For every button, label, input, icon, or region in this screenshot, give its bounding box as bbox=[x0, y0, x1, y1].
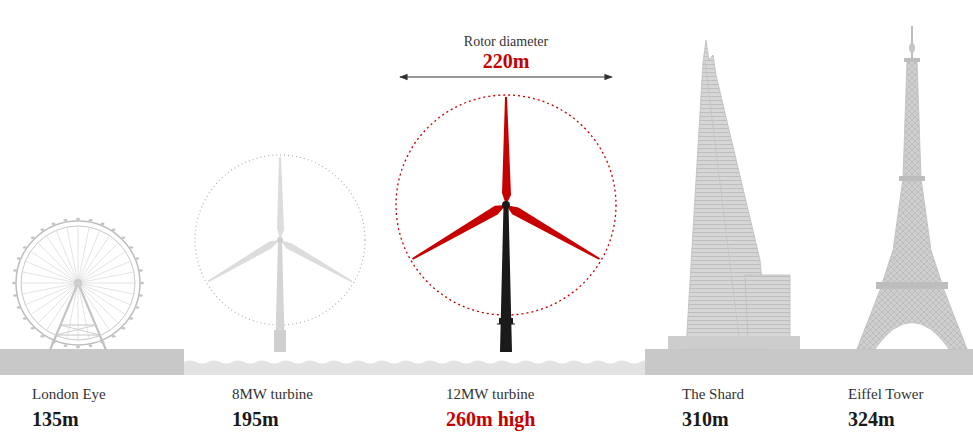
wheel-capsule bbox=[64, 219, 68, 222]
wheel-spoke bbox=[46, 283, 78, 330]
wheel-spoke bbox=[78, 226, 79, 283]
height-value: 310m bbox=[682, 408, 729, 431]
label-holder: Rotor diameter bbox=[464, 34, 548, 50]
structure-name: 12MW turbine bbox=[446, 386, 534, 403]
wheel-capsule bbox=[121, 236, 125, 239]
wheel-capsule bbox=[64, 344, 68, 347]
label-holder: 195m bbox=[232, 408, 279, 431]
wheel-capsule bbox=[88, 219, 92, 222]
label-holder: 260m high bbox=[446, 408, 535, 431]
structure-name: The Shard bbox=[682, 386, 744, 403]
wheel-spoke bbox=[78, 272, 134, 283]
label-holder: 324m bbox=[848, 408, 895, 431]
wheel-spoke bbox=[78, 283, 100, 336]
label-holder: 135m bbox=[32, 408, 79, 431]
height-value: 135m bbox=[32, 408, 79, 431]
turbine-blade bbox=[278, 237, 353, 285]
wheel-capsule bbox=[31, 236, 35, 239]
wheel-spoke bbox=[38, 243, 78, 283]
dimension-value: 220m bbox=[483, 50, 530, 73]
ground bbox=[0, 349, 184, 375]
label-holder: 12MW turbine bbox=[446, 386, 534, 403]
label-holder: London Eye bbox=[32, 386, 106, 403]
wheel-spoke bbox=[21, 283, 78, 284]
label-holder: 8MW turbine bbox=[232, 386, 313, 403]
12mw-turbine bbox=[396, 95, 616, 352]
label-holder: Eiffel Tower bbox=[848, 386, 923, 403]
wheel-capsule bbox=[76, 346, 80, 349]
wheel-capsule bbox=[129, 317, 133, 320]
wheel-spoke bbox=[78, 261, 131, 283]
sea bbox=[184, 361, 645, 376]
wheel-capsule bbox=[12, 282, 16, 285]
turbine-blade bbox=[504, 202, 602, 264]
wheel-capsule bbox=[13, 294, 17, 297]
ground bbox=[645, 349, 973, 375]
the-shard bbox=[668, 40, 800, 349]
wheel-capsule bbox=[112, 228, 116, 231]
wheel-capsule bbox=[52, 223, 56, 226]
wheel-capsule bbox=[17, 257, 21, 260]
turbine-blade bbox=[410, 201, 508, 263]
wheel-spoke bbox=[78, 236, 110, 283]
structure-name: London Eye bbox=[32, 386, 106, 403]
wheel-capsule bbox=[23, 317, 27, 320]
height-value: 324m bbox=[848, 408, 895, 431]
wheel-spoke bbox=[78, 243, 118, 283]
dimension-label: Rotor diameter bbox=[464, 34, 548, 50]
dimension-arrow bbox=[400, 76, 612, 77]
wheel-capsule bbox=[140, 282, 144, 285]
wheel-capsule bbox=[40, 228, 44, 231]
wheel-spoke bbox=[78, 283, 118, 323]
london-eye bbox=[12, 218, 144, 350]
wheel-capsule bbox=[100, 341, 104, 344]
eiffel-tower bbox=[857, 26, 967, 349]
wheel-spoke bbox=[56, 230, 78, 283]
wheel-capsule bbox=[139, 294, 143, 297]
wheel-capsule bbox=[121, 327, 125, 330]
structure-name: Eiffel Tower bbox=[848, 386, 923, 403]
height-value: 260m high bbox=[446, 408, 535, 431]
wheel-capsule bbox=[23, 246, 27, 249]
wheel-capsule bbox=[31, 327, 35, 330]
turbine-blade bbox=[502, 97, 511, 205]
wheel-spoke bbox=[67, 227, 78, 283]
wheel-capsule bbox=[13, 269, 17, 272]
wheel-capsule bbox=[88, 344, 92, 347]
turbine-blade bbox=[277, 157, 284, 240]
structure-name: 8MW turbine bbox=[232, 386, 313, 403]
label-holder: The Shard bbox=[682, 386, 744, 403]
wheel-capsule bbox=[76, 218, 80, 221]
wheel-spoke bbox=[38, 283, 78, 323]
8mw-turbine bbox=[195, 155, 365, 352]
turbine-blade bbox=[206, 237, 281, 285]
wheel-capsule bbox=[112, 335, 116, 338]
wheel-capsule bbox=[100, 223, 104, 226]
label-holder: 220m bbox=[483, 50, 530, 73]
wheel-capsule bbox=[135, 306, 139, 309]
wheel-spoke bbox=[78, 283, 79, 340]
wheel-capsule bbox=[129, 246, 133, 249]
wheel-capsule bbox=[135, 257, 139, 260]
wheel-spoke bbox=[78, 283, 135, 284]
wheel-capsule bbox=[52, 341, 56, 344]
wheel-spoke bbox=[78, 283, 89, 339]
wheel-capsule bbox=[17, 306, 21, 309]
wheel-spoke bbox=[31, 251, 78, 283]
wheel-spoke bbox=[25, 283, 78, 305]
label-holder: 310m bbox=[682, 408, 729, 431]
turbine-hub bbox=[277, 237, 283, 243]
wheel-spoke bbox=[78, 283, 125, 315]
wheel-spoke bbox=[22, 283, 78, 294]
turbine-hub bbox=[502, 201, 510, 209]
height-value: 195m bbox=[232, 408, 279, 431]
wheel-capsule bbox=[40, 335, 44, 338]
wheel-capsule bbox=[139, 269, 143, 272]
